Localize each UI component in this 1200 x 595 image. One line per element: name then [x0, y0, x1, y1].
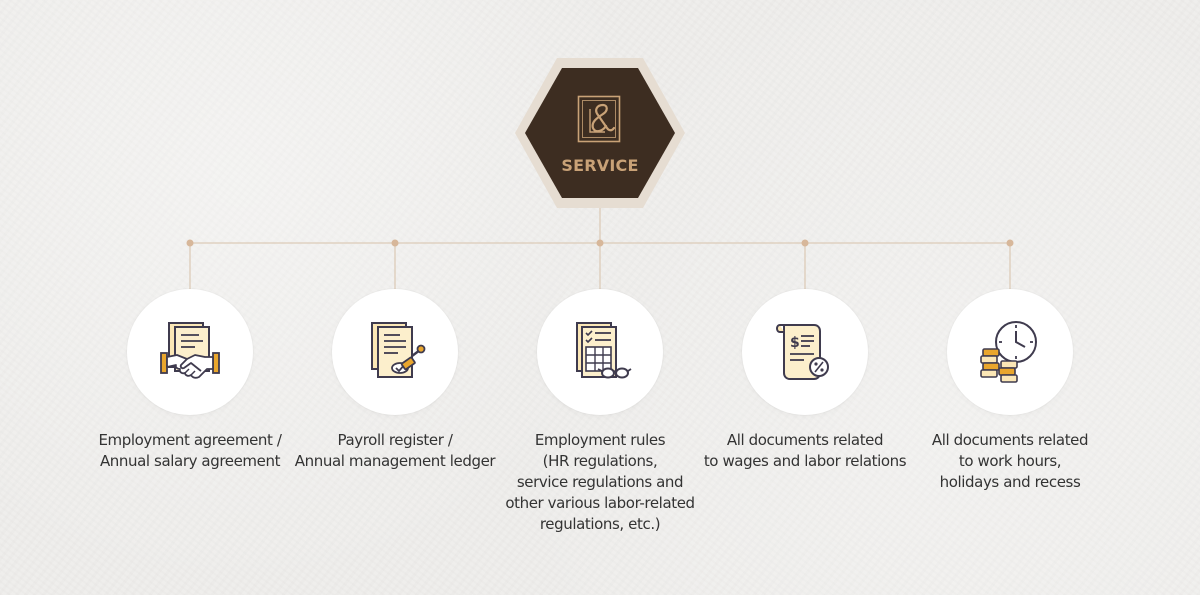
hexagon-inner — [525, 68, 675, 198]
caption-line: All documents related — [726, 431, 884, 449]
service-node-employment-agreement — [127, 289, 253, 415]
caption-line: other various labor-related — [505, 494, 695, 512]
caption-line: Employment agreement / — [98, 431, 282, 449]
caption-line: Annual salary agreement — [99, 452, 281, 470]
service-node-employment-rules — [537, 289, 663, 415]
junction-dot-2 — [391, 239, 399, 247]
caption-wages-documents: All documents related to wages and labor… — [700, 430, 910, 472]
clock-coins-icon — [980, 321, 1037, 383]
service-node-payroll-register — [332, 289, 458, 415]
checklist-glasses-icon — [576, 322, 632, 379]
service-node-work-hours-documents — [947, 289, 1073, 415]
caption-line: Employment rules — [534, 431, 666, 449]
caption-line: to work hours, — [958, 452, 1062, 470]
junction-dot-5 — [1006, 239, 1014, 247]
caption-line: service regulations and — [516, 473, 684, 491]
service-node-wages-documents: $ — [742, 289, 868, 415]
invoice-scroll-icon: $ — [776, 324, 829, 380]
caption-line: holidays and recess — [939, 473, 1081, 491]
caption-line: (HR regulations, — [542, 452, 658, 470]
junction-dot-3 — [596, 239, 604, 247]
service-label: SERVICE — [561, 156, 639, 175]
junction-dot-4 — [801, 239, 809, 247]
svg-text:$: $ — [790, 335, 800, 351]
caption-line: to wages and labor relations — [703, 452, 907, 470]
caption-work-hours-documents: All documents related to work hours, hol… — [905, 430, 1115, 493]
document-stamp-icon — [371, 322, 426, 378]
caption-employment-rules: Employment rules (HR regulations, servic… — [495, 430, 705, 535]
jl-monogram-logo — [577, 95, 621, 143]
caption-line: Payroll register / — [337, 431, 453, 449]
caption-employment-agreement: Employment agreement / Annual salary agr… — [85, 430, 295, 472]
caption-payroll-register: Payroll register / Annual management led… — [290, 430, 500, 472]
caption-line: All documents related — [931, 431, 1089, 449]
caption-line: regulations, etc.) — [539, 515, 661, 533]
service-hexagon: SERVICE — [515, 58, 685, 208]
handshake-contract-icon — [160, 322, 220, 379]
junction-dot-1 — [186, 239, 194, 247]
caption-line: Annual management ledger — [294, 452, 496, 470]
